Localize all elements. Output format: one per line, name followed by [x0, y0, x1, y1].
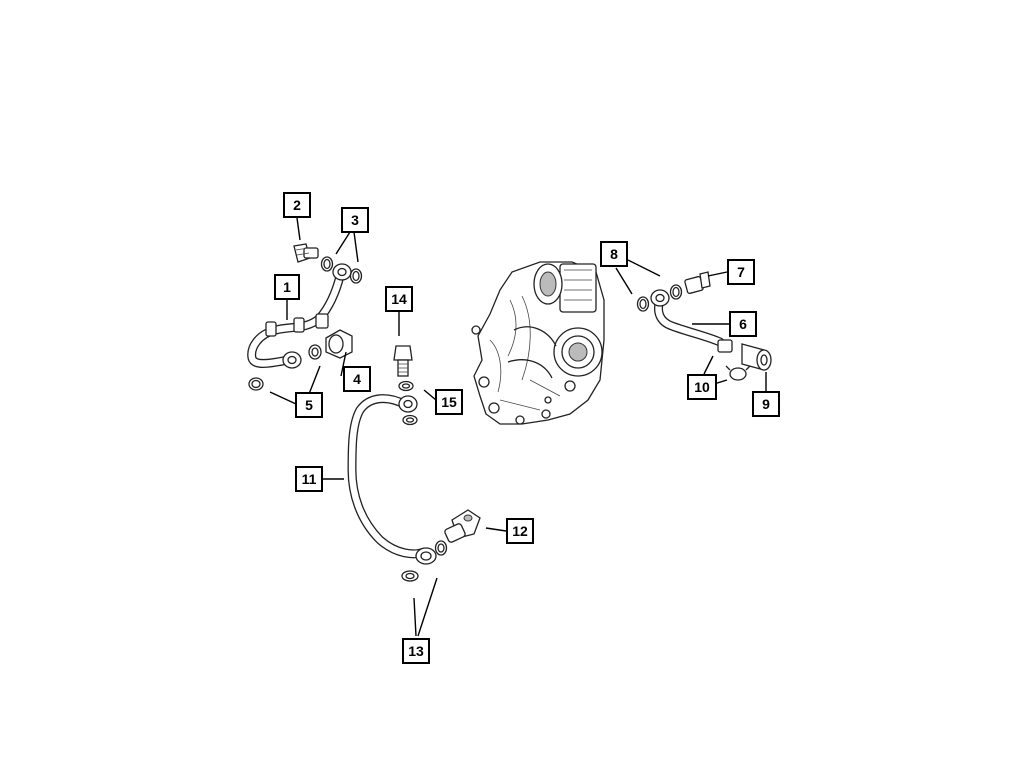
washers-part-8 — [636, 284, 683, 312]
callout-label: 9 — [762, 396, 770, 412]
callout-5: 5 — [295, 392, 323, 418]
callout-7: 7 — [727, 259, 755, 285]
callout-14: 14 — [385, 286, 413, 312]
callout-label: 5 — [305, 397, 313, 413]
callout-10: 10 — [687, 374, 717, 400]
callout-15: 15 — [435, 389, 463, 415]
callout-label: 15 — [441, 394, 457, 410]
callout-label: 4 — [353, 371, 361, 387]
callout-label: 13 — [408, 643, 424, 659]
callout-8: 8 — [600, 241, 628, 267]
coolant-tube-part-6 — [650, 289, 725, 347]
callout-label: 12 — [512, 523, 528, 539]
clamp-part-10 — [717, 339, 751, 381]
washers-part-13 — [401, 540, 448, 582]
turbocharger-assembly — [471, 261, 605, 425]
callout-1: 1 — [274, 274, 300, 300]
callout-9: 9 — [752, 391, 780, 417]
seal-washers-part-3 — [320, 256, 363, 284]
callout-13: 13 — [402, 638, 430, 664]
washer-part-5 — [248, 377, 264, 391]
callout-label: 10 — [694, 379, 710, 395]
callout-2: 2 — [283, 192, 311, 218]
banjo-bolt-part-7 — [684, 271, 711, 295]
callout-4: 4 — [343, 366, 371, 392]
callout-label: 6 — [739, 316, 747, 332]
hose-part-9 — [741, 343, 772, 371]
callout-3: 3 — [341, 207, 369, 233]
callout-label: 3 — [351, 212, 359, 228]
leader-lines — [269, 217, 767, 637]
callout-label: 2 — [293, 197, 301, 213]
callout-12: 12 — [506, 518, 534, 544]
callout-11: 11 — [295, 466, 323, 492]
fitting-part-4 — [308, 329, 353, 360]
washers-part-15 — [398, 380, 418, 426]
fitting-part-12 — [444, 509, 481, 543]
banjo-bolt-part-2 — [293, 243, 319, 263]
callout-label: 1 — [283, 279, 291, 295]
callout-label: 8 — [610, 246, 618, 262]
callout-6: 6 — [729, 311, 757, 337]
callout-label: 14 — [391, 291, 407, 307]
oil-drain-tube-part-11 — [347, 394, 437, 565]
banjo-bolt-part-14 — [393, 345, 413, 377]
oil-supply-tube-part-1 — [247, 263, 352, 369]
callout-label: 11 — [302, 471, 317, 487]
callout-label: 7 — [737, 264, 745, 280]
